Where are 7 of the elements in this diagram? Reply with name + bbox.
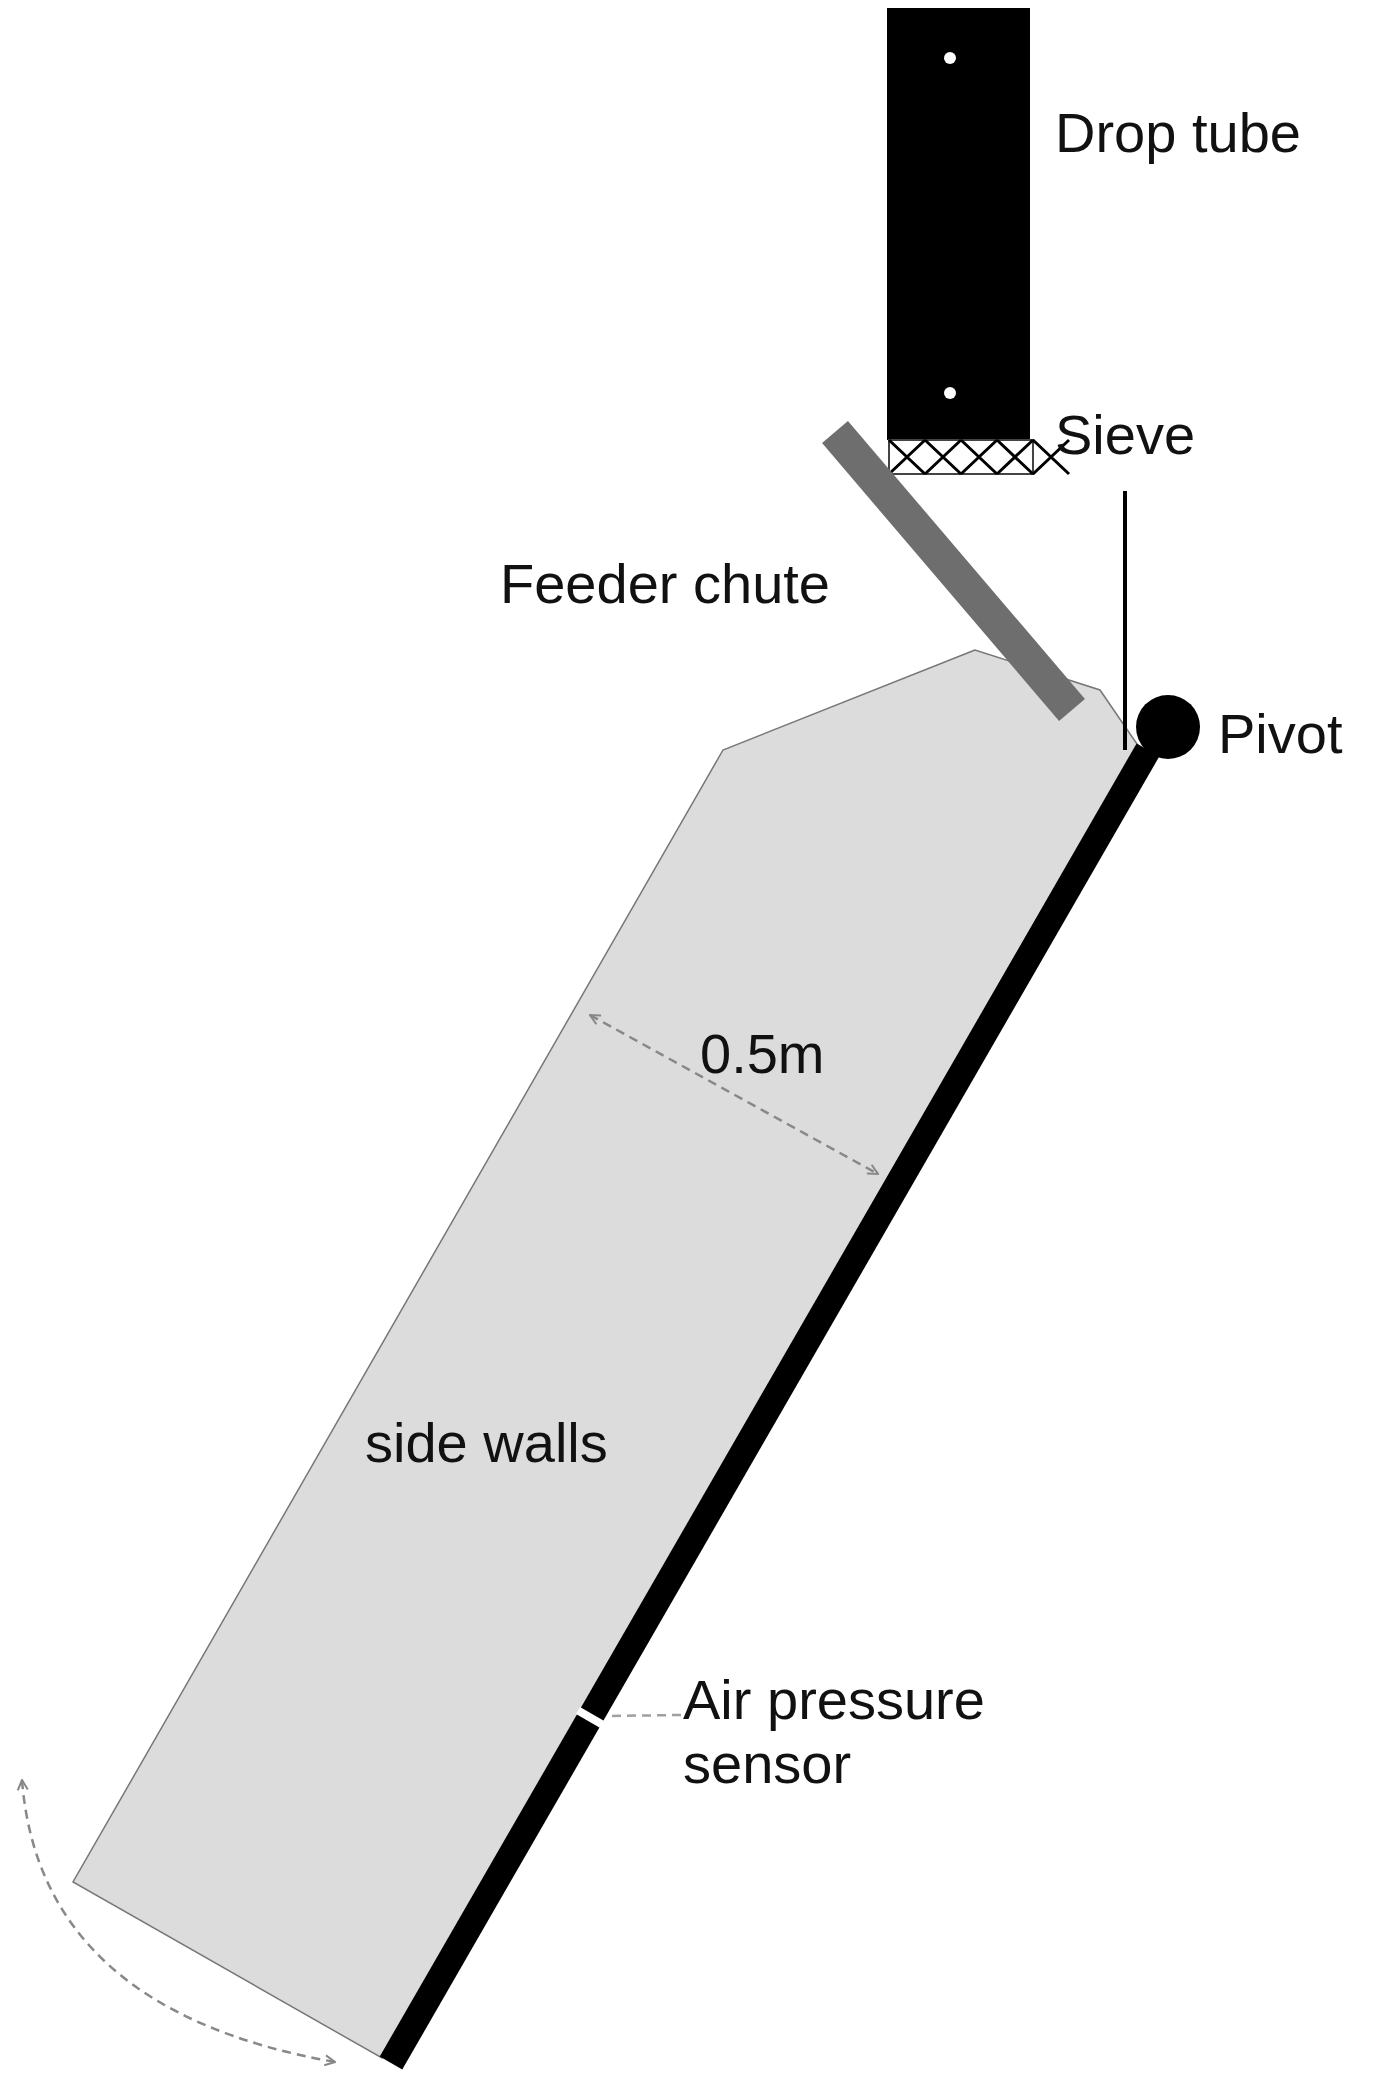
part-label: Air pressure sensor bbox=[683, 1668, 1063, 1796]
part-label: Drop tube bbox=[1055, 101, 1301, 165]
part-label: Sieve bbox=[1055, 403, 1196, 467]
dimension-label: 0.5m bbox=[700, 1022, 825, 1086]
part-label: side walls bbox=[365, 1411, 608, 1475]
part-label: Feeder chute bbox=[500, 552, 830, 616]
part-label: Pivot bbox=[1218, 702, 1343, 766]
